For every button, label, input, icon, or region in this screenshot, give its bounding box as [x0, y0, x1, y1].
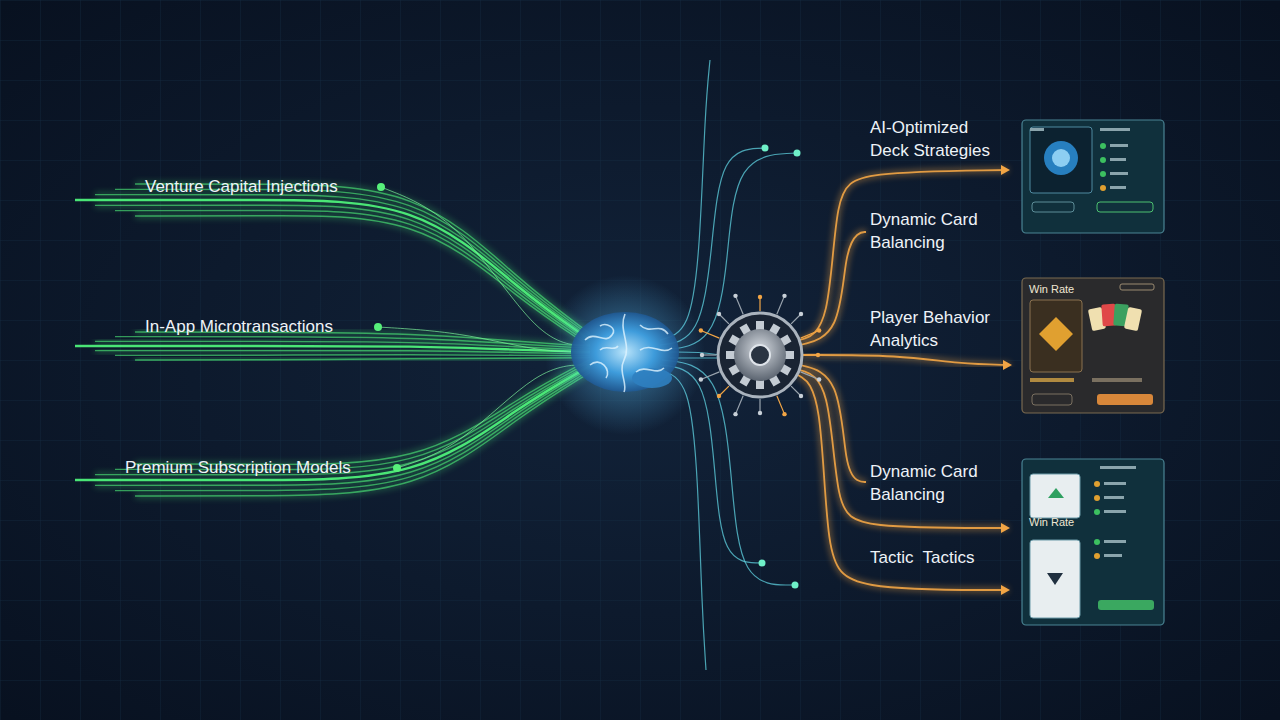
- gear-spoke: [801, 331, 819, 339]
- flow-glow: [95, 205, 590, 342]
- gear-body: [734, 329, 786, 381]
- flow-label: Tactic Tactics: [870, 546, 1010, 569]
- flow-glow: [135, 372, 590, 496]
- arrow-head: [1001, 523, 1010, 533]
- flow-label: Dynamic Card Balancing: [870, 460, 1010, 506]
- junction-dot: [759, 560, 766, 567]
- gear-spoke: [736, 296, 744, 314]
- gear-spoke: [777, 396, 785, 414]
- gear-dot: [733, 412, 737, 416]
- brain-icon: [545, 275, 705, 435]
- gear-dot: [782, 294, 786, 298]
- gear-tooth: [756, 380, 764, 389]
- gear-hub: [750, 345, 770, 365]
- flow-line: [95, 368, 590, 485]
- flow-label: Dynamic Card Balancing: [870, 208, 1010, 254]
- flow-line: [115, 370, 590, 490]
- flow-label: Player Behavior Analytics: [870, 306, 1010, 352]
- gear-dot: [699, 328, 703, 332]
- source-dots: [374, 183, 401, 472]
- ui-panel: Win Rate: [1022, 459, 1164, 625]
- gear-ring: [718, 313, 802, 397]
- gear-tooth: [756, 321, 764, 330]
- junction-dot: [792, 582, 799, 589]
- flow-line: [115, 210, 590, 344]
- gear-tooth: [785, 351, 794, 359]
- gear-spoke: [801, 372, 819, 380]
- ui-panel: Win Rate: [1022, 278, 1164, 413]
- flow-line: [802, 355, 1010, 365]
- flow-line: [75, 200, 590, 340]
- gear-tooth: [726, 351, 735, 359]
- gear-dot: [717, 394, 721, 398]
- flow-glow: [95, 350, 590, 353]
- gear-dot: [799, 312, 803, 316]
- gear-dot: [700, 353, 704, 357]
- gear-dot: [817, 328, 821, 332]
- arrow-head: [1001, 585, 1010, 595]
- gear-dot: [758, 411, 762, 415]
- flow-line: [135, 372, 590, 496]
- flow-label: Premium Subscription Models: [125, 456, 351, 479]
- gear-dot: [816, 353, 820, 357]
- flow-line: [95, 350, 590, 353]
- flow-label: AI-Optimized Deck Strategies: [870, 116, 1010, 162]
- gear-spoke: [777, 296, 785, 314]
- ui-panel: [1022, 459, 1164, 625]
- flow-glow: [135, 216, 590, 347]
- flow-line: [95, 205, 590, 342]
- gear-dot: [799, 394, 803, 398]
- flow-line: [135, 216, 590, 347]
- flow-glow: [800, 232, 866, 345]
- junction-dot: [794, 150, 801, 157]
- gear-spoke: [701, 372, 719, 380]
- junction-dot: [762, 145, 769, 152]
- gear-spoke: [701, 331, 719, 339]
- flow-glow: [135, 358, 590, 360]
- gear-spoke: [736, 396, 744, 414]
- gear-dot: [758, 295, 762, 299]
- arrow-head: [1001, 165, 1010, 175]
- panel-heading: Win Rate: [1029, 516, 1074, 529]
- flow-label: In-App Microtransactions: [145, 315, 333, 338]
- ui-panel: [1022, 120, 1164, 233]
- gear-dot: [733, 294, 737, 298]
- panel-heading: Win Rate: [1029, 283, 1074, 296]
- flow-glow: [802, 355, 1010, 365]
- flow-glow: [95, 368, 590, 485]
- flow-line: [800, 232, 866, 345]
- arrow-head: [1003, 360, 1012, 370]
- flow-lines: [75, 60, 1012, 670]
- flow-label: Venture Capital Injections: [145, 175, 338, 198]
- flow-line: [135, 358, 590, 360]
- gear-dot: [782, 412, 786, 416]
- gear-dot: [717, 312, 721, 316]
- gear-dot: [817, 377, 821, 381]
- gear-dot: [699, 377, 703, 381]
- gear-icon: [699, 294, 822, 417]
- flow-line: [800, 370, 1008, 528]
- ui-panel: [1022, 278, 1164, 413]
- flow-glow: [800, 370, 1008, 528]
